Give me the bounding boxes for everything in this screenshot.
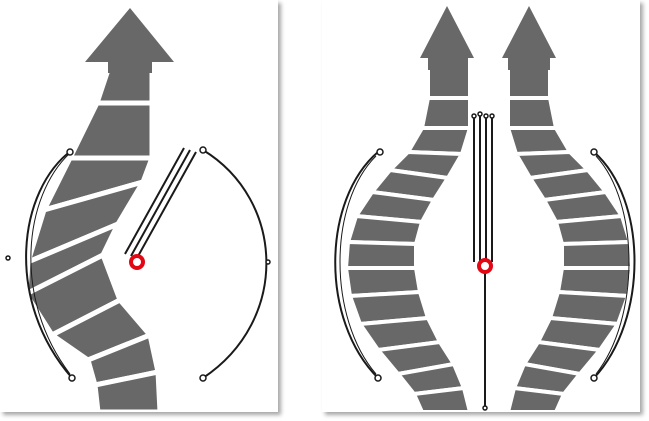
pivot-point: [479, 260, 491, 272]
guide-node: [472, 114, 476, 118]
right-guide-arc: [203, 150, 266, 378]
guide-node: [200, 375, 206, 381]
band-segment: [562, 242, 632, 268]
guide-node: [375, 375, 381, 381]
guide-node: [478, 112, 482, 116]
arrow-head: [420, 6, 474, 70]
right-bent-arrow-band: [508, 68, 632, 412]
arrow-head: [502, 6, 556, 70]
guide-node: [200, 147, 206, 153]
band-segment: [556, 216, 630, 244]
pivot-point: [131, 256, 143, 268]
left-figure-panel: [0, 0, 278, 412]
guide-node: [69, 375, 75, 381]
band-segment: [97, 70, 152, 103]
guide-node: [484, 114, 488, 118]
guide-node: [483, 406, 487, 410]
arrow-head: [85, 8, 174, 73]
band-segment: [508, 388, 564, 412]
band-segment: [428, 68, 470, 98]
guide-node: [591, 149, 597, 155]
guide-node: [67, 149, 73, 155]
vertical-handle: [474, 114, 492, 262]
guide-node: [591, 375, 597, 381]
band-segment: [348, 216, 422, 244]
right-figure-panel: [322, 0, 640, 412]
band-segment: [70, 103, 152, 158]
guide-node: [490, 114, 494, 118]
band-segment: [508, 98, 556, 128]
band-segment: [508, 68, 550, 98]
band-segment: [408, 128, 470, 154]
guide-node: [377, 149, 383, 155]
band-segment: [414, 388, 470, 412]
guide-node: [266, 260, 270, 264]
band-segment: [508, 128, 570, 154]
band-segment: [422, 98, 470, 128]
single-arrow-diagram: [0, 0, 278, 412]
guide-node: [6, 256, 10, 260]
mirrored-arrows-diagram: [322, 0, 640, 412]
band-segment: [346, 242, 416, 268]
